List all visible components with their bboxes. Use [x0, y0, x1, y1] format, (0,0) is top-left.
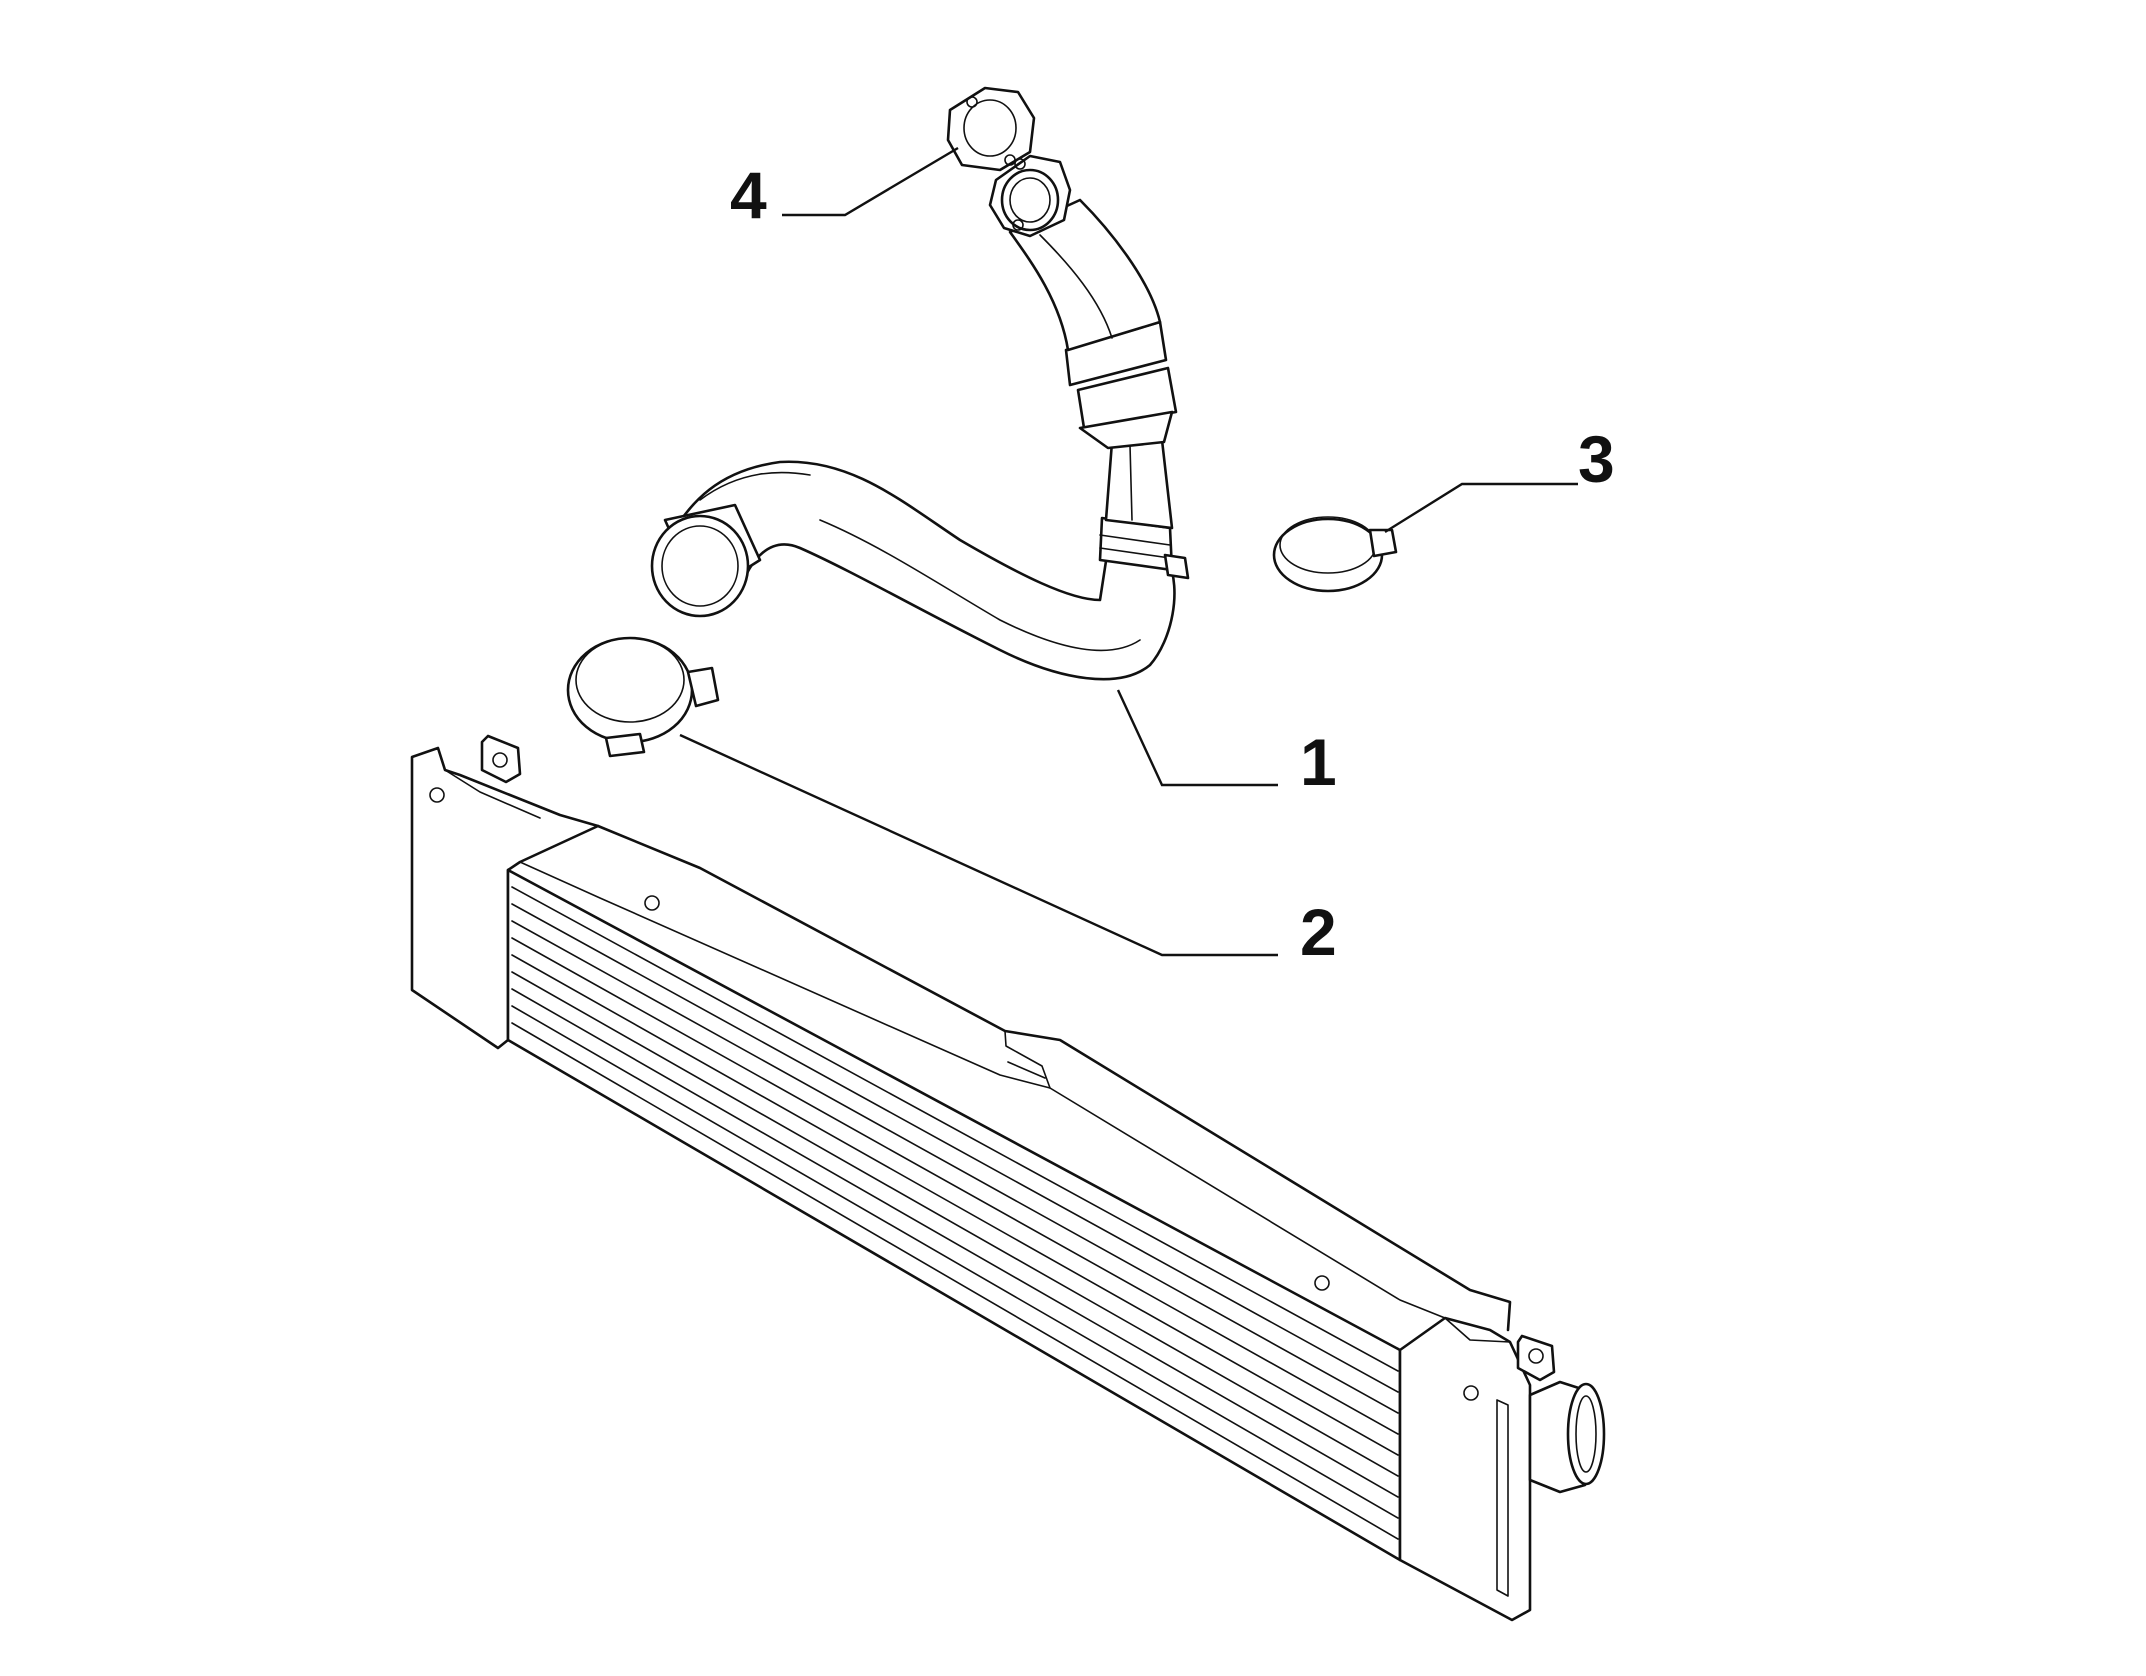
core-fin-line — [511, 954, 1399, 1456]
core-fin-line — [511, 971, 1399, 1477]
core-fin-line — [511, 903, 1399, 1393]
core-fin-line — [511, 1005, 1399, 1519]
callout-1: 1 — [1300, 725, 1337, 799]
core-fin-line — [511, 988, 1399, 1498]
intercooler — [410, 734, 1606, 1622]
core-fin-line — [511, 886, 1399, 1372]
callout-3: 3 — [1578, 422, 1615, 496]
intercooler-right-tank — [1398, 1316, 1532, 1622]
callout-2: 2 — [1300, 895, 1337, 969]
right-bracket — [1516, 1334, 1556, 1382]
intercooler-left-tank — [410, 746, 600, 1050]
core-fins — [511, 886, 1399, 1540]
hose-clamp-small — [1272, 516, 1398, 593]
intercooler-core — [506, 868, 1402, 1562]
leader-1 — [1116, 689, 1278, 787]
flange-gasket — [946, 86, 1036, 172]
leader-3 — [1384, 482, 1578, 534]
hose-lower-section — [663, 460, 1176, 681]
leader-4 — [782, 146, 959, 217]
left-bracket — [480, 734, 522, 784]
hose-inlet-opening — [650, 514, 750, 618]
core-fin-line — [511, 920, 1399, 1414]
charge-air-hose — [650, 154, 1190, 681]
callout-4: 4 — [730, 158, 767, 232]
core-fin-line — [511, 937, 1399, 1435]
hose-clamp-large — [566, 636, 720, 758]
leader-2 — [679, 733, 1278, 957]
hose-band-lower — [1076, 366, 1178, 430]
intercooler-top-rail — [596, 824, 1512, 1332]
core-fin-line — [511, 1022, 1399, 1540]
